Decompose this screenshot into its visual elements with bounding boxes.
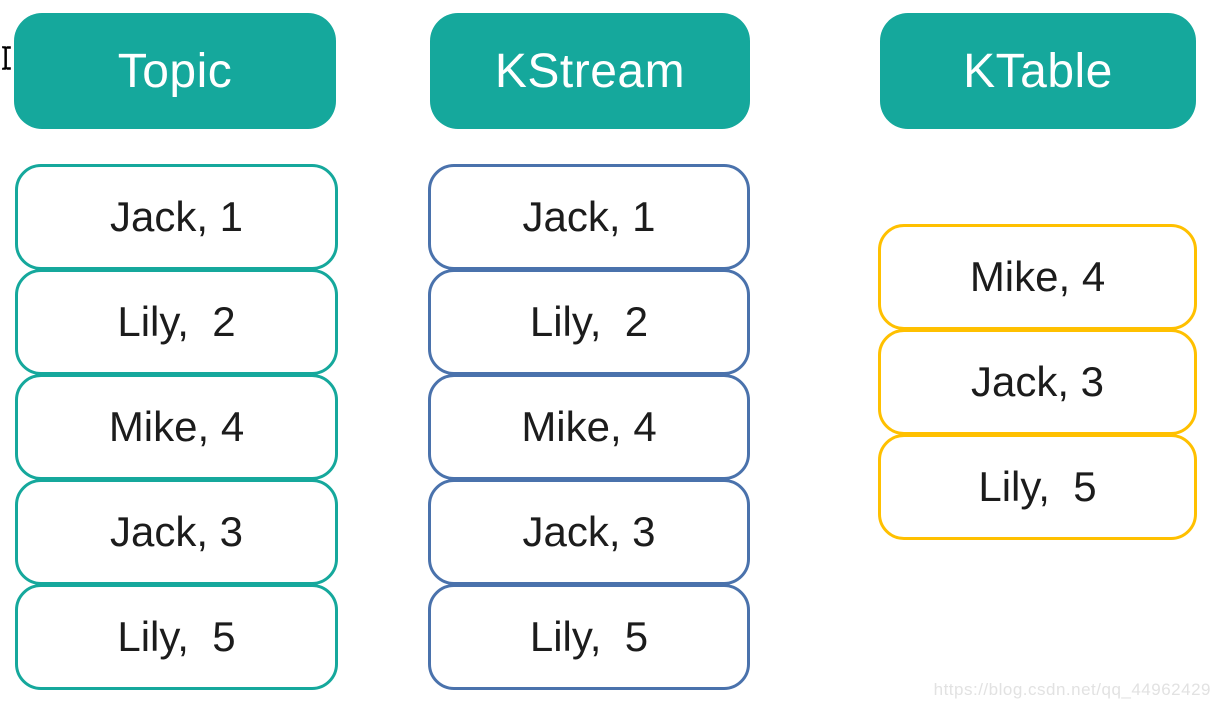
kstream-cells: Jack, 1 Lily, 2 Mike, 4 Jack, 3 Lily, 5 <box>428 164 750 690</box>
kstream-record: Jack, 3 <box>428 479 750 585</box>
ktable-cells: Mike, 4 Jack, 3 Lily, 5 <box>878 224 1197 540</box>
ktable-record: Jack, 3 <box>878 329 1197 435</box>
topic-cells: Jack, 1 Lily, 2 Mike, 4 Jack, 3 Lily, 5 <box>15 164 338 690</box>
topic-record: Mike, 4 <box>15 374 338 480</box>
ktable-header: KTable <box>880 13 1196 129</box>
topic-record: Jack, 1 <box>15 164 338 270</box>
ktable-record: Lily, 5 <box>878 434 1197 540</box>
topic-record: Jack, 3 <box>15 479 338 585</box>
kstream-header-label: KStream <box>494 44 686 98</box>
text-cursor-icon <box>2 46 11 70</box>
ktable-header-label: KTable <box>963 44 1113 98</box>
ktable-record: Mike, 4 <box>878 224 1197 330</box>
topic-header: Topic <box>14 13 336 129</box>
kstream-record: Mike, 4 <box>428 374 750 480</box>
kstream-record: Jack, 1 <box>428 164 750 270</box>
csdn-watermark: https://blog.csdn.net/qq_44962429 <box>933 680 1211 699</box>
topic-header-label: Topic <box>117 44 233 98</box>
kstream-record: Lily, 2 <box>428 269 750 375</box>
kstream-header: KStream <box>430 13 750 129</box>
topic-record: Lily, 2 <box>15 269 338 375</box>
kstream-record: Lily, 5 <box>428 584 750 690</box>
topic-record: Lily, 5 <box>15 584 338 690</box>
